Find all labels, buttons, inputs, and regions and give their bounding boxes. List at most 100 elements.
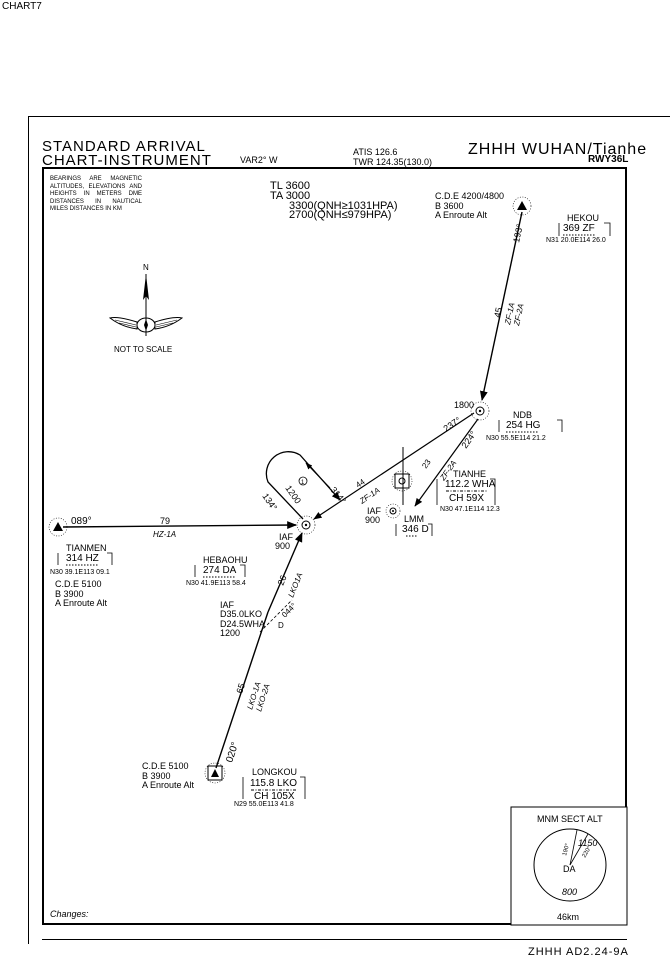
lko-altitude: 1200 bbox=[220, 628, 240, 638]
longkou-bearing: 020° bbox=[224, 741, 241, 764]
longkou-freq: 115.8 LKO bbox=[250, 778, 297, 789]
lmm-freq: 346 D bbox=[402, 524, 429, 535]
chart-title-line2: CHART-INSTRUMENT bbox=[42, 152, 212, 169]
longkou-channel: CH 105X bbox=[254, 791, 295, 802]
lko-distance: 65 bbox=[234, 682, 247, 695]
lmm-name: LMM bbox=[404, 514, 424, 524]
tianmen-vor-icon bbox=[48, 517, 68, 537]
tianmen-cde: C.D.E 5100 bbox=[55, 579, 102, 589]
hz1a-label: HZ-1A bbox=[153, 530, 176, 539]
chart-area bbox=[42, 167, 627, 925]
msa-title: MNM SECT ALT bbox=[537, 814, 603, 824]
tianhe-freq: 112.2 WHA bbox=[445, 479, 496, 490]
longkou-b-alt: B 3900 bbox=[142, 771, 171, 781]
msa-radius: 46km bbox=[557, 912, 579, 922]
dme-d-label: D bbox=[278, 621, 284, 630]
route-zf-segment bbox=[480, 211, 523, 401]
transition-level: TL 3600 bbox=[270, 180, 310, 192]
track-23: 23 bbox=[420, 457, 433, 470]
lko1a-route-label: LKO1A bbox=[287, 571, 305, 598]
footer-rule bbox=[42, 939, 627, 940]
page-frame bbox=[28, 116, 670, 944]
ndb-altitude: 1800 bbox=[454, 400, 474, 410]
ndb-name: NDB bbox=[513, 410, 532, 420]
hold-inbound-track: 134° bbox=[260, 491, 279, 512]
lko-dme1: D35.0LKO bbox=[220, 609, 262, 619]
tianhe-name: TIANHE bbox=[453, 469, 486, 479]
da-altitude: 900 bbox=[275, 541, 290, 551]
ndb-hg-icon bbox=[470, 401, 490, 421]
tianhe-channel: CH 59X bbox=[449, 493, 484, 504]
units-notes: BEARINGS ARE MAGNETIC ALTITUDES, ELEVATI… bbox=[50, 176, 142, 213]
transition-altitude: TA 3000 bbox=[270, 190, 311, 202]
hebaohu-coord: N30 41.9E113 58.4 bbox=[186, 580, 246, 587]
tianhe-coord: N30 47.1E114 12.3 bbox=[440, 506, 500, 513]
msa-bearing-1: 190° bbox=[562, 842, 571, 856]
chart-id: CHART7 bbox=[2, 1, 42, 12]
lmm-altitude: 900 bbox=[365, 515, 380, 525]
hebaohu-name: HEBAOHU bbox=[203, 555, 248, 565]
longkou-coord: N29 55.0E113 41.8 bbox=[234, 801, 294, 808]
route-ndb-to-lmm bbox=[414, 418, 479, 507]
tianmen-a-alt: A Enroute Alt bbox=[55, 598, 108, 608]
route-lko-segment-1 bbox=[215, 611, 269, 769]
hz-distance: 79 bbox=[160, 516, 170, 526]
hekou-coord: N31 20.0E114 26.0 bbox=[546, 237, 606, 244]
radial-044-label: 044° bbox=[280, 601, 298, 619]
ndb-coord: N30 55.5E114 21.2 bbox=[486, 435, 546, 442]
zf1a-mid-label: ZF-1A bbox=[357, 486, 381, 506]
hekou-freq: 369 ZF bbox=[563, 223, 595, 234]
track-314: 314° bbox=[328, 485, 348, 506]
tianmen-bearing: 089° bbox=[71, 516, 92, 527]
msa-box: MNM SECT ALT 1150 190° 220° DA 800 46km bbox=[510, 806, 628, 926]
hekou-a-alt: A Enroute Alt bbox=[435, 210, 488, 220]
lko-dme2: D24.5WHA bbox=[220, 619, 265, 629]
transition-altitude-low: 2700(QNH≤979HPA) bbox=[289, 209, 392, 221]
tianhe-vordme-icon bbox=[391, 470, 413, 492]
atis-frequency: ATIS 126.6 bbox=[353, 147, 398, 157]
route-ndb-to-da bbox=[313, 412, 475, 520]
runway-designator: RWY36L bbox=[588, 154, 629, 165]
caac-wings-emblem bbox=[108, 317, 184, 333]
ndb-freq: 254 HG bbox=[506, 420, 541, 431]
msa-center: DA bbox=[563, 864, 576, 874]
tianmen-coord: N30 39.1E113 09.1 bbox=[50, 569, 110, 576]
da-iaf: IAF bbox=[279, 532, 294, 542]
chart-title-line1: STANDARD ARRIVAL bbox=[42, 138, 206, 155]
route-hz-segment bbox=[62, 521, 297, 529]
tower-frequency: TWR 124.35(130.0) bbox=[353, 157, 433, 167]
hekou-bearing: 193° bbox=[511, 223, 525, 244]
longkou-cde: C.D.E 5100 bbox=[142, 761, 189, 771]
hold-turn-marker: 1 bbox=[301, 480, 305, 486]
hebaohu-freq: 274 DA bbox=[203, 565, 237, 576]
track-224: 224° bbox=[459, 429, 478, 450]
hekou-b-alt: B 3600 bbox=[435, 201, 464, 211]
lko-distance-2: 26 bbox=[276, 574, 289, 587]
zf-distance: 45 bbox=[492, 307, 504, 319]
msa-low-alt: 800 bbox=[562, 887, 577, 897]
lko-iaf: IAF bbox=[220, 600, 235, 610]
holding-pattern bbox=[265, 451, 341, 520]
hekou-name: HEKOU bbox=[567, 213, 599, 223]
lmm-iaf: IAF bbox=[367, 506, 382, 516]
north-label: N bbox=[143, 263, 149, 272]
longkou-vordme-icon bbox=[204, 762, 226, 784]
route-lko-segment-2 bbox=[267, 532, 303, 613]
transition-altitude-high: 3300(QNH≥1031HPA) bbox=[289, 200, 398, 212]
da-ndb-icon bbox=[296, 515, 316, 535]
airport-name: ZHHH WUHAN/Tianhe bbox=[468, 141, 648, 158]
magnetic-variation: VAR2° W bbox=[240, 155, 278, 165]
msa-high-alt: 1150 bbox=[578, 838, 597, 848]
track-237: 237° bbox=[442, 415, 463, 434]
holding-inbound-arrow bbox=[305, 462, 331, 489]
hekou-cde: C.D.E 4200/4800 bbox=[435, 191, 504, 201]
tianmen-freq: 314 HZ bbox=[66, 553, 99, 564]
lmm-ndb-icon bbox=[385, 503, 401, 519]
msa-bearing-2: 220° bbox=[582, 845, 594, 859]
longkou-name: LONGKOU bbox=[252, 767, 297, 777]
track-44: 44 bbox=[354, 477, 367, 490]
tianmen-b-alt: B 3900 bbox=[55, 589, 84, 599]
document-id: ZHHH AD2.24-9A bbox=[528, 946, 629, 958]
tianmen-name: TIANMEN bbox=[66, 543, 107, 553]
